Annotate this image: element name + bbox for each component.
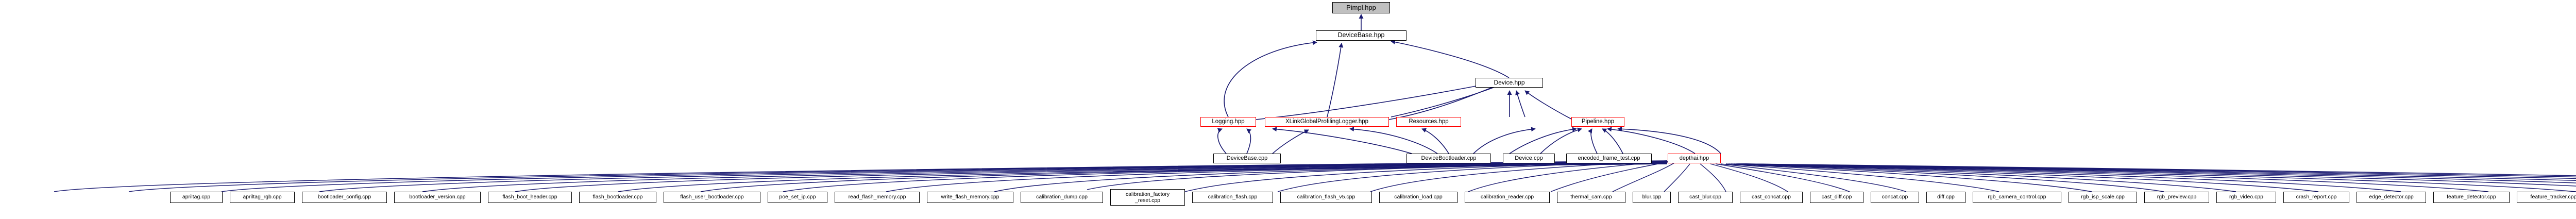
node-cast-diff-cpp[interactable]: cast_diff.cpp	[1810, 192, 1863, 203]
node-poe-set-ip-cpp[interactable]: poe_set_ip.cpp	[768, 192, 827, 203]
node-calibration-flash-v5-cpp[interactable]: calibration_flash_v5.cpp	[1280, 192, 1372, 203]
node-label: feature_tracker.cpp	[2530, 194, 2576, 200]
node-cast-concat-cpp[interactable]: cast_concat.cpp	[1740, 192, 1803, 203]
node-label: bootloader_version.cpp	[409, 194, 466, 200]
node-label: cast_concat.cpp	[1752, 194, 1791, 200]
node-depthai-hpp[interactable]: depthai.hpp	[1668, 154, 1721, 163]
node-resources-hpp[interactable]: Resources.hpp	[1396, 117, 1461, 127]
node-label: calibration_flash.cpp	[1208, 194, 1258, 200]
node-pimpl-hpp[interactable]: Pimpl.hpp	[1332, 2, 1390, 13]
node-feature-detector-cpp[interactable]: feature_detector.cpp	[2433, 192, 2510, 203]
node-calibration-load-cpp[interactable]: calibration_load.cpp	[1379, 192, 1458, 203]
node-label: thermal_cam.cpp	[1570, 194, 1612, 200]
node-rgb-camera-control-cpp[interactable]: rgb_camera_control.cpp	[1973, 192, 2061, 203]
node-label: cast_blur.cpp	[1689, 194, 1721, 200]
node-feature-tracker-cpp[interactable]: feature_tracker.cpp	[2517, 192, 2576, 203]
node-write-flash-memory-cpp[interactable]: write_flash_memory.cpp	[927, 192, 1013, 203]
node-label: flash_user_bootloader.cpp	[680, 194, 744, 200]
node-label: Pipeline.hpp	[1581, 119, 1615, 125]
node-label: depthai.hpp	[1679, 155, 1709, 161]
node-label: edge_detector.cpp	[2369, 194, 2414, 200]
node-rgb-video-cpp[interactable]: rgb_video.cpp	[2216, 192, 2276, 203]
node-label: cast_diff.cpp	[1821, 194, 1852, 200]
node-calibration-dump-cpp[interactable]: calibration_dump.cpp	[1021, 192, 1103, 203]
node-calibration-reader-cpp[interactable]: calibration_reader.cpp	[1465, 192, 1550, 203]
node-label: rgb_video.cpp	[2229, 194, 2263, 200]
node-label: write_flash_memory.cpp	[941, 194, 999, 200]
node-label: Pimpl.hpp	[1346, 4, 1376, 12]
node-devicebase-hpp[interactable]: DeviceBase.hpp	[1316, 30, 1406, 41]
node-cast-blur-cpp[interactable]: cast_blur.cpp	[1678, 192, 1733, 203]
node-label: rgb_camera_control.cpp	[1988, 194, 2046, 200]
leaf-edge-group	[54, 160, 2576, 192]
node-crash-report-cpp[interactable]: crash_report.cpp	[2283, 192, 2349, 203]
node-label: concat.cpp	[1882, 194, 1908, 200]
node-label: apriltag.cpp	[182, 194, 211, 200]
node-rgb-isp-scale-cpp[interactable]: rgb_isp_scale.cpp	[2069, 192, 2137, 203]
node-label: diff.cpp	[1937, 194, 1955, 200]
node-label: calibration_load.cpp	[1394, 194, 1443, 200]
node-calibration-flash-cpp[interactable]: calibration_flash.cpp	[1192, 192, 1273, 203]
node-diff-cpp[interactable]: diff.cpp	[1926, 192, 1965, 203]
node-encoded-frame-test-cpp[interactable]: encoded_frame_test.cpp	[1566, 154, 1652, 163]
node-read-flash-memory-cpp[interactable]: read_flash_memory.cpp	[835, 192, 920, 203]
node-label: blur.cpp	[1642, 194, 1662, 200]
node-device-hpp[interactable]: Device.hpp	[1476, 78, 1543, 88]
node-devicebootloader-cpp[interactable]: DeviceBootloader.cpp	[1406, 154, 1491, 163]
node-pipeline-hpp[interactable]: Pipeline.hpp	[1571, 117, 1624, 127]
node-label: crash_report.cpp	[2296, 194, 2337, 200]
node-label: feature_detector.cpp	[2447, 194, 2496, 200]
node-label: rgb_preview.cpp	[2157, 194, 2197, 200]
node-label: bootloader_config.cpp	[317, 194, 371, 200]
node-bootloader-version-cpp[interactable]: bootloader_version.cpp	[394, 192, 481, 203]
node-label: XLinkGlobalProfilingLogger.hpp	[1285, 119, 1369, 125]
node-thermal-cam-cpp[interactable]: thermal_cam.cpp	[1557, 192, 1625, 203]
node-calibration-factory-reset-cpp[interactable]: calibration_factory_reset.cpp	[1110, 189, 1185, 206]
node-rgb-preview-cpp[interactable]: rgb_preview.cpp	[2144, 192, 2209, 203]
node-flash-bootloader-cpp[interactable]: flash_bootloader.cpp	[579, 192, 656, 203]
node-xlinkglobalprofilinglogger-hpp[interactable]: XLinkGlobalProfilingLogger.hpp	[1265, 117, 1389, 127]
node-edge-detector-cpp[interactable]: edge_detector.cpp	[2357, 192, 2426, 203]
node-device-cpp[interactable]: Device.cpp	[1503, 154, 1555, 163]
node-label: flash_boot_header.cpp	[502, 194, 557, 200]
node-logging-hpp[interactable]: Logging.hpp	[1200, 117, 1256, 127]
node-label: Logging.hpp	[1212, 119, 1245, 125]
node-label: DeviceBase.hpp	[1337, 31, 1385, 39]
node-label: Device.hpp	[1494, 79, 1525, 87]
node-blur-cpp[interactable]: blur.cpp	[1633, 192, 1671, 203]
node-concat-cpp[interactable]: concat.cpp	[1871, 192, 1919, 203]
node-label: rgb_isp_scale.cpp	[2081, 194, 2125, 200]
node-devicebase-cpp[interactable]: DeviceBase.cpp	[1213, 154, 1281, 163]
node-label: Device.cpp	[1515, 155, 1543, 161]
node-label: DeviceBootloader.cpp	[1421, 155, 1477, 161]
node-label: calibration_factory_reset.cpp	[1125, 191, 1170, 204]
edge-group	[1217, 14, 1721, 154]
node-label: encoded_frame_test.cpp	[1578, 155, 1640, 161]
node-label: DeviceBase.cpp	[1226, 155, 1268, 161]
node-label: calibration_reader.cpp	[1480, 194, 1534, 200]
node-bootloader-config-cpp[interactable]: bootloader_config.cpp	[302, 192, 387, 203]
node-label: calibration_dump.cpp	[1036, 194, 1088, 200]
node-apriltag-cpp[interactable]: apriltag.cpp	[170, 192, 223, 203]
node-label: flash_bootloader.cpp	[592, 194, 643, 200]
node-label: apriltag_rgb.cpp	[243, 194, 282, 200]
node-label: poe_set_ip.cpp	[779, 194, 816, 200]
node-flash-user-bootloader-cpp[interactable]: flash_user_bootloader.cpp	[664, 192, 760, 203]
node-flash-boot-header-cpp[interactable]: flash_boot_header.cpp	[488, 192, 572, 203]
node-label: Resources.hpp	[1409, 119, 1449, 125]
node-apriltag-rgb-cpp[interactable]: apriltag_rgb.cpp	[230, 192, 295, 203]
node-label: read_flash_memory.cpp	[848, 194, 906, 200]
node-label: calibration_flash_v5.cpp	[1297, 194, 1355, 200]
